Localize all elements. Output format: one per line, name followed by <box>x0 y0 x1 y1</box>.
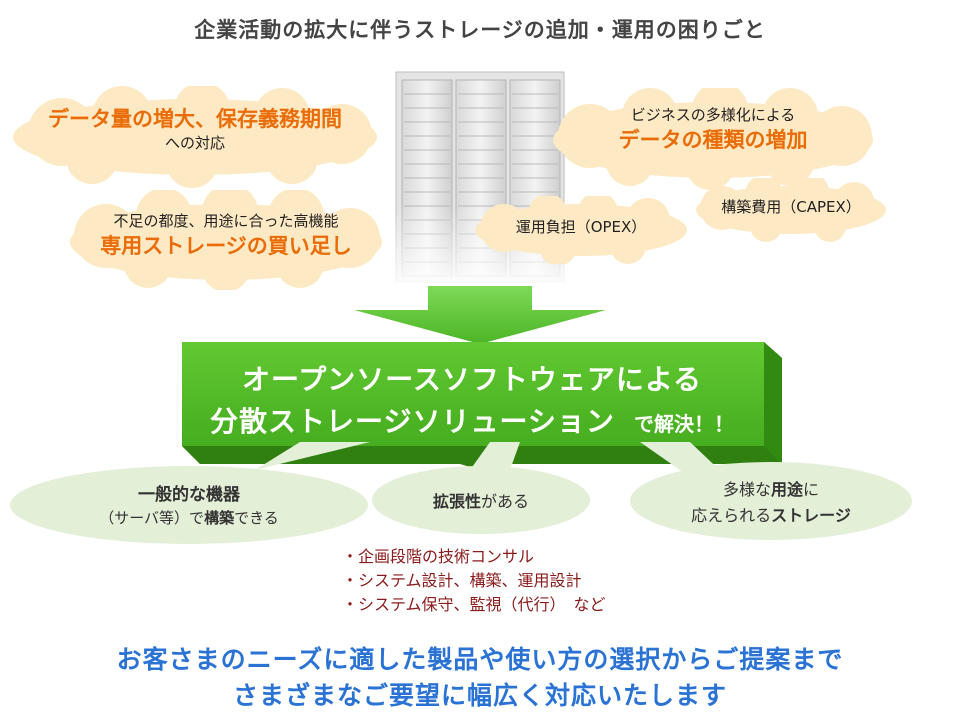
cloud-diversity-sub: ビジネスの多様化による <box>630 106 796 124</box>
cloud-data-growth: データ量の増大、保存義務期間 への対応 <box>2 86 388 188</box>
service-item: ・システム設計、構築、運用設計 <box>342 571 582 590</box>
benefit-scalability-rest: がある <box>481 492 530 511</box>
cloud-dedicated-storage: 不足の都度、用途に合った高機能 専用ストレージの買い足し <box>60 190 392 290</box>
benefit-general-sub-c: できる <box>234 509 279 527</box>
solution-suffix: で解決！！ <box>633 412 734 436</box>
solution-line2: 分散ストレージソリューション <box>210 405 615 438</box>
cloud-capex-label: 構築費用（CAPEX） <box>721 198 861 216</box>
cloud-dedicated-headline: 専用ストレージの買い足し <box>100 233 352 258</box>
benefit-scalability-title: 拡張性 <box>432 492 481 511</box>
service-item: ・システム保守、監視（代行） など <box>342 595 606 614</box>
cloud-data-growth-headline: データ量の増大、保存義務期間 <box>48 107 342 131</box>
benefit-multi-c: に <box>803 480 820 499</box>
benefit-general-hardware: 一般的な機器 （サーバ等）で構築できる <box>10 466 368 544</box>
benefit-multi-purpose: 多様な用途に 応えられるストレージ <box>630 462 912 540</box>
solution-banner: オープンソースソフトウェアによる 分散ストレージソリューション で解決！！ <box>180 338 784 468</box>
closing-line2: さまざまなご要望に幅広く対応いたします <box>232 681 727 710</box>
service-list: ・企画段階の技術コンサル ・システム設計、構築、運用設計 ・システム保守、監視（… <box>342 545 606 617</box>
cloud-data-growth-sub: への対応 <box>164 134 225 153</box>
cloud-opex: 運用負担（OPEX） <box>468 196 694 264</box>
solution-line1: オープンソースソフトウェアによる <box>241 363 703 396</box>
cloud-dedicated-sub: 不足の都度、用途に合った高機能 <box>113 212 339 230</box>
cloud-capex: 構築費用（CAPEX） <box>690 178 892 242</box>
benefit-scalability: 拡張性がある <box>372 466 590 534</box>
benefit-multi-d: 応えられる <box>691 506 772 525</box>
cloud-opex-label: 運用負担（OPEX） <box>515 218 647 236</box>
benefit-multi-e: ストレージ <box>771 506 851 525</box>
benefit-multi-b: 用途 <box>770 480 803 499</box>
benefit-general-sub-a: （サーバ等）で <box>99 509 205 527</box>
down-arrow-icon <box>350 286 610 346</box>
benefit-multi-a: 多様な <box>722 480 771 499</box>
cloud-diversity-headline: データの種類の増加 <box>618 127 808 152</box>
benefit-general-sub-b: 構築 <box>204 509 235 527</box>
cloud-data-diversity: ビジネスの多様化による データの種類の増加 <box>540 88 886 190</box>
page-title: 企業活動の拡大に伴うストレージの追加・運用の困りごと <box>194 18 766 42</box>
benefit-general-title: 一般的な機器 <box>138 485 240 505</box>
service-item: ・企画段階の技術コンサル <box>342 547 535 566</box>
closing-line1: お客さまのニーズに適した製品や使い方の選択からご提案まで <box>116 645 844 674</box>
